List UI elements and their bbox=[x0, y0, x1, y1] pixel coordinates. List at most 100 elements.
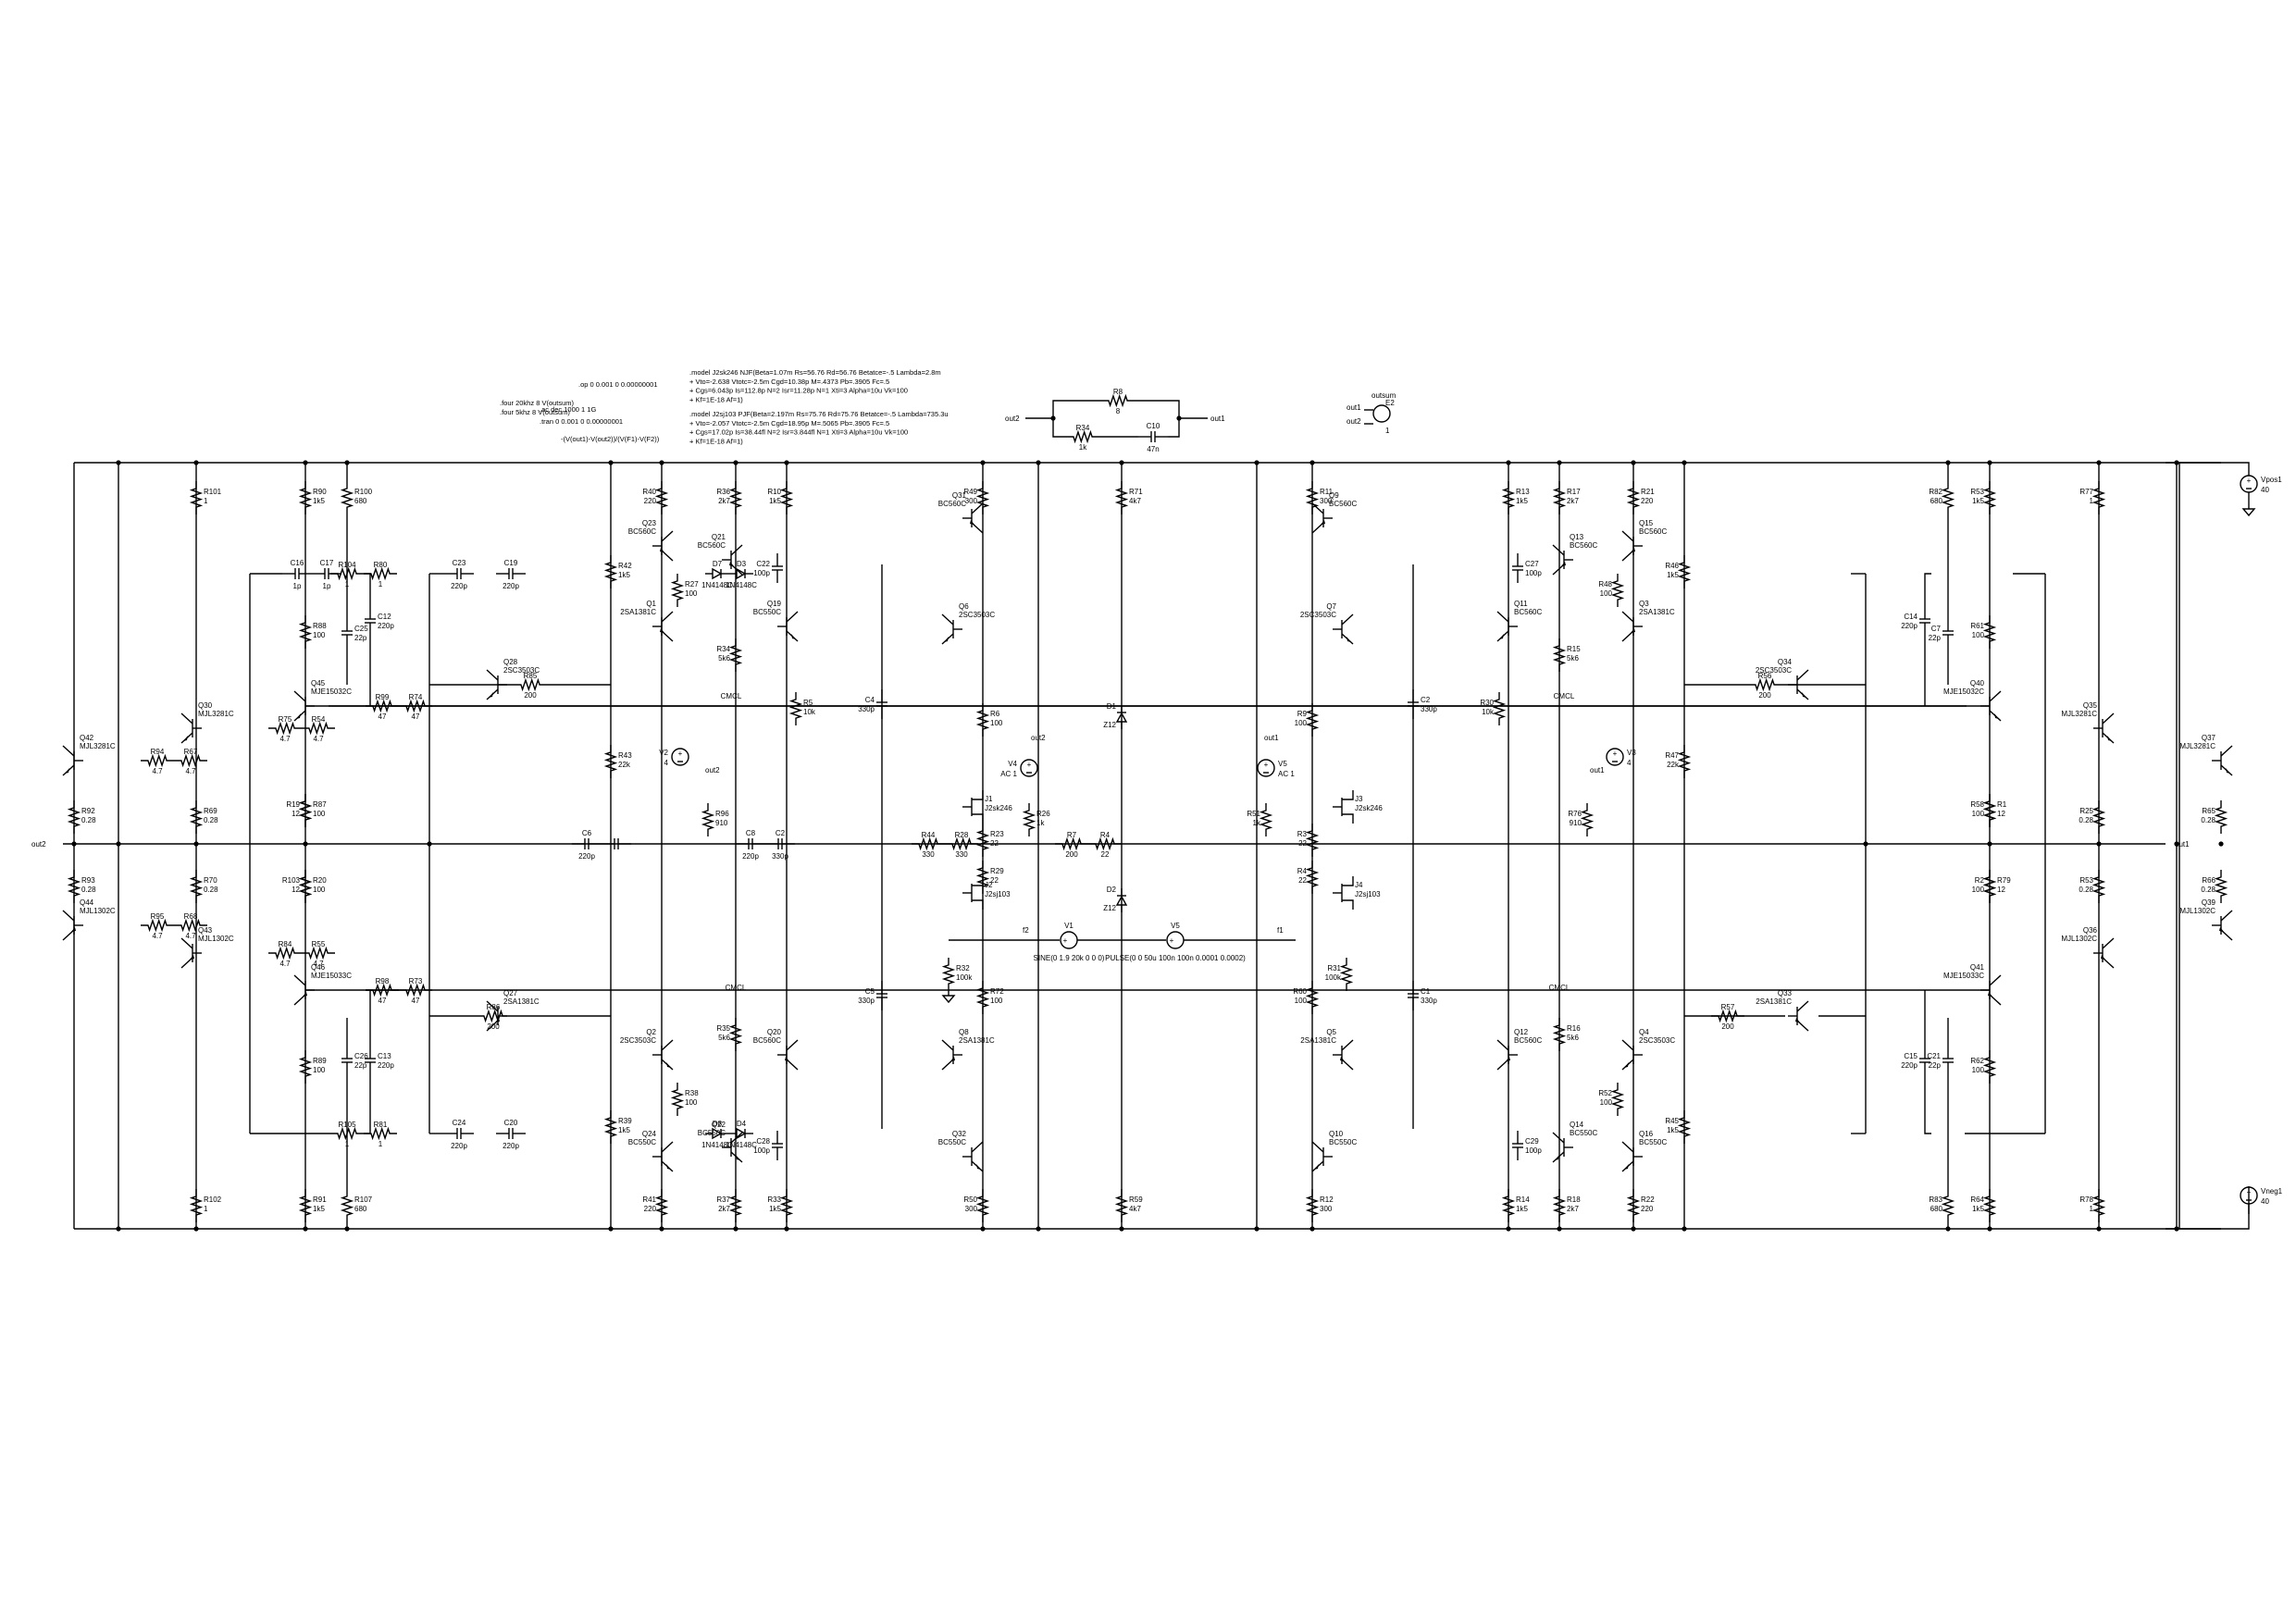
r-4.7-d bbox=[268, 946, 302, 960]
r-1-a-value: 1 bbox=[379, 580, 383, 588]
q-vas-b bbox=[1621, 1039, 1643, 1071]
r-47-a-label: R99 bbox=[376, 693, 390, 701]
r-028-b bbox=[2214, 870, 2228, 903]
r71-label: R71 bbox=[1129, 488, 1143, 496]
q-mirror-c-type: BC550C bbox=[628, 1138, 656, 1146]
ac-directive: .ac dec 1000 1 1G bbox=[540, 405, 596, 414]
r-100-d bbox=[298, 1050, 313, 1084]
c-220p-a bbox=[1919, 606, 1930, 636]
r-028-a bbox=[2214, 800, 2228, 834]
r-1k5-bot bbox=[779, 1189, 794, 1222]
vneg-source-label: Vneg1 bbox=[2261, 1187, 2283, 1196]
r-22-a bbox=[1305, 824, 1320, 857]
junction bbox=[303, 460, 308, 465]
wire bbox=[1135, 400, 1208, 419]
c-330p-b-value: 330p bbox=[1421, 997, 1437, 1005]
c-220p-mid-value: 220p bbox=[578, 852, 595, 861]
net-outsum: outsum bbox=[1371, 391, 1396, 400]
components: ++++++++ bbox=[62, 393, 2258, 1222]
c-220p-b-value: 220p bbox=[1901, 1061, 1917, 1070]
v1-source-value: SINE(0 1.9 20k 0 0 0) bbox=[1034, 954, 1105, 962]
q-cm-a-type: BC550C bbox=[753, 608, 781, 616]
r-910-value: 910 bbox=[715, 819, 728, 827]
wires bbox=[63, 400, 2250, 1232]
r-100-e-label: R27 bbox=[685, 580, 699, 588]
q-ltp-b bbox=[1333, 1039, 1354, 1071]
r-330-value: 330 bbox=[955, 850, 968, 859]
r-5k6-a-value: 5k6 bbox=[1567, 654, 1579, 663]
v-ac-label: V5 bbox=[1278, 760, 1287, 768]
c-100p-a-label: C22 bbox=[756, 560, 770, 568]
r-1-b-value: 1 bbox=[345, 1140, 350, 1148]
wire bbox=[364, 1075, 371, 1134]
c-220p-d-value: 220p bbox=[451, 1142, 467, 1150]
junction bbox=[1506, 1226, 1511, 1232]
q-mirror-d-label: Q14 bbox=[1570, 1121, 1584, 1129]
q-mirror-c bbox=[652, 1141, 674, 1172]
svg-text:+: + bbox=[1063, 936, 1068, 945]
c-1p bbox=[312, 568, 341, 579]
r-028-b-value: 0.28 bbox=[81, 886, 96, 894]
v-ac-label: V4 bbox=[1008, 760, 1017, 768]
c-220p-vas bbox=[765, 838, 795, 849]
c-220p-b-label: C13 bbox=[378, 1052, 391, 1060]
c-22p-top-value: 22p bbox=[1929, 634, 1942, 642]
r-top-1k5 bbox=[298, 481, 313, 514]
j-n-type: J2sk246 bbox=[985, 804, 1012, 812]
r-1k5-c-value: 1k5 bbox=[618, 1126, 630, 1134]
r-47-a-label: R74 bbox=[409, 693, 423, 701]
q-mirror-d-label: Q22 bbox=[712, 1121, 726, 1129]
net-out2-e2: out2 bbox=[1347, 417, 1361, 426]
r-100k-value: 100k bbox=[956, 973, 973, 982]
r34-bridge-label: R34 bbox=[1076, 424, 1090, 432]
vneg-source: + bbox=[2240, 1186, 2258, 1205]
r-2k7-bot-value: 2k7 bbox=[1567, 1205, 1579, 1213]
junction bbox=[1682, 460, 1687, 465]
q-pre-bot-type: MJE15033C bbox=[311, 972, 352, 980]
junction bbox=[784, 460, 789, 465]
r-1k5-top-value: 1k5 bbox=[1516, 497, 1528, 505]
q-mirror-d-type: BC550C bbox=[1570, 1129, 1597, 1137]
njf-model-line: .model J2sk246 NJF(Beta=1.07m Rs=56.76 R… bbox=[689, 368, 941, 377]
r-1k5-top bbox=[779, 481, 794, 514]
r-028-a-label: R92 bbox=[81, 807, 95, 815]
r-4.7-d-label: R55 bbox=[312, 940, 326, 948]
q-out-b-type: MJL3281C bbox=[2179, 742, 2215, 750]
op-directive: .op 0 0.001 0 0.00000001 bbox=[578, 380, 658, 389]
q-ltp-b-type: 2SA1381C bbox=[1300, 1036, 1336, 1045]
r-1k5-c-value: 1k5 bbox=[1667, 1126, 1679, 1134]
r-bot-1 bbox=[2091, 1189, 2106, 1222]
r-2k7-bot bbox=[728, 1189, 743, 1222]
c-220p-d-label: C20 bbox=[504, 1119, 518, 1127]
r-top-1-label: R77 bbox=[2079, 488, 2093, 496]
r-028-a-value: 0.28 bbox=[81, 816, 96, 824]
q-pre-bot bbox=[293, 974, 315, 1006]
r-200-b-value: 200 bbox=[487, 1022, 500, 1031]
c-100p-a bbox=[772, 553, 783, 583]
d1 bbox=[1115, 705, 1128, 729]
q-driver-bot-label: Q27 bbox=[503, 989, 518, 997]
r-4.7-a bbox=[141, 753, 174, 768]
r-47-a bbox=[366, 699, 399, 713]
v-ac-value: AC 1 bbox=[1000, 770, 1017, 778]
c-220p-d bbox=[444, 1128, 474, 1139]
q-out-d bbox=[2212, 910, 2233, 941]
r-1k5-bot bbox=[1501, 1189, 1516, 1222]
q-ltp-sink bbox=[1311, 1141, 1333, 1172]
r-200-b-label: R86 bbox=[487, 1003, 501, 1011]
r-1k-value: 1k bbox=[1036, 819, 1045, 827]
r-028-b bbox=[67, 870, 81, 903]
r-100-g-value: 100 bbox=[990, 719, 1003, 727]
r-top-1-value: 1 bbox=[204, 497, 208, 505]
d-1n4148-a-label: D7 bbox=[713, 560, 723, 568]
c-330p-a-value: 330p bbox=[858, 705, 875, 713]
r-1k5-c bbox=[603, 1110, 618, 1144]
r-47-a bbox=[399, 699, 432, 713]
j-n-type: J2sk246 bbox=[1355, 804, 1383, 812]
vpos-source-label: Vpos1 bbox=[2261, 476, 2282, 484]
q-mirror-a-label: Q15 bbox=[1639, 519, 1654, 527]
r-4.7-d-value: 4.7 bbox=[279, 960, 291, 968]
r-330-value: 330 bbox=[922, 850, 935, 859]
r-200-b bbox=[1711, 1009, 1744, 1023]
